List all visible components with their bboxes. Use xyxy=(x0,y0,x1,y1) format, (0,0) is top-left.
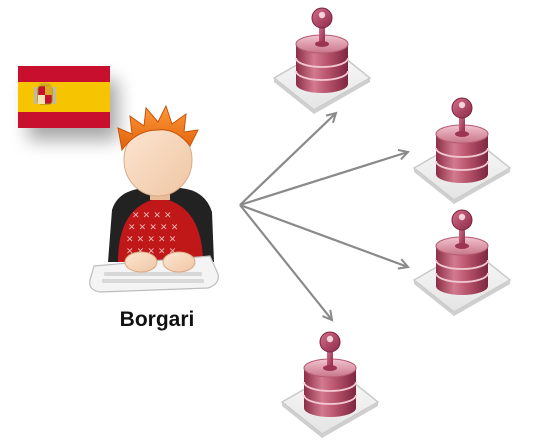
arrow-to-database-2 xyxy=(239,152,408,207)
svg-text:✕ ✕ ✕ ✕ ✕: ✕ ✕ ✕ ✕ ✕ xyxy=(128,223,178,233)
arrow-to-database-1 xyxy=(239,113,336,206)
user-name-label: Borgari xyxy=(119,308,195,331)
svg-text:✕ ✕ ✕ ✕: ✕ ✕ ✕ ✕ xyxy=(132,211,172,221)
database-1 xyxy=(273,7,371,115)
arrow-to-database-3 xyxy=(239,203,408,267)
spain-flag-icon xyxy=(18,66,118,140)
svg-text:✕ ✕ ✕ ✕ ✕: ✕ ✕ ✕ ✕ ✕ xyxy=(126,235,176,245)
arrow-to-database-4 xyxy=(239,204,332,320)
svg-text:✕ ✕ ✕ ✕ ✕: ✕ ✕ ✕ ✕ ✕ xyxy=(126,247,176,257)
database-2 xyxy=(413,97,511,205)
user-at-keyboard-icon: ✕ ✕ ✕ ✕ ✕ ✕ ✕ ✕ ✕ ✕ ✕ ✕ ✕ ✕ ✕ ✕ ✕ ✕ ✕ xyxy=(89,104,219,293)
database-3 xyxy=(413,209,511,317)
connection-arrows xyxy=(239,113,408,320)
database-4 xyxy=(281,331,379,439)
